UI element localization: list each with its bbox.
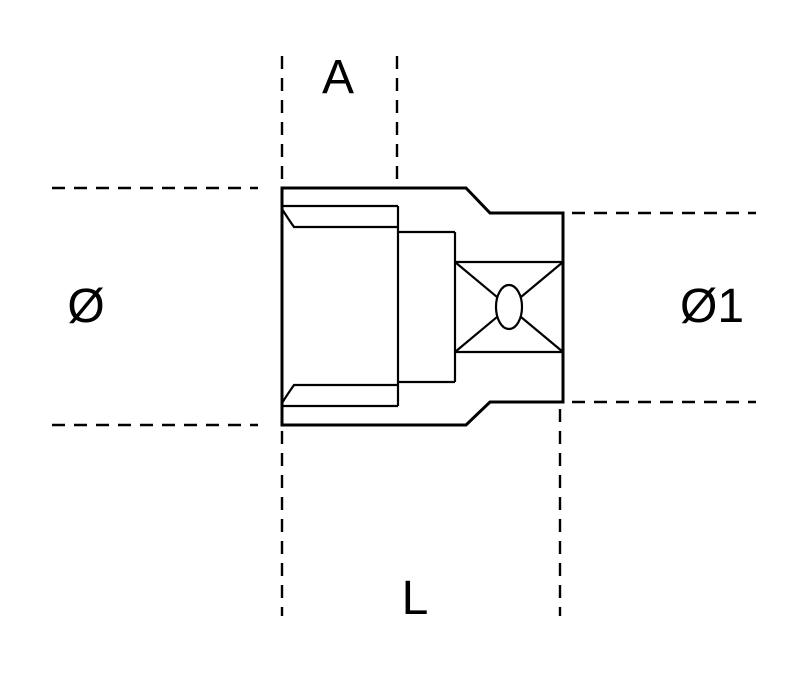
hex-recess-lower-flat [281,383,398,404]
label-dimension-diameter: Ø [67,280,104,333]
label-dimension-length: L [402,572,429,625]
hex-recess-upper-flat [281,208,398,229]
label-dimension-diameter1: Ø1 [680,280,744,333]
label-dimension-a: A [322,51,354,104]
ball-detent-hole [494,283,524,331]
socket-outline [280,186,565,427]
